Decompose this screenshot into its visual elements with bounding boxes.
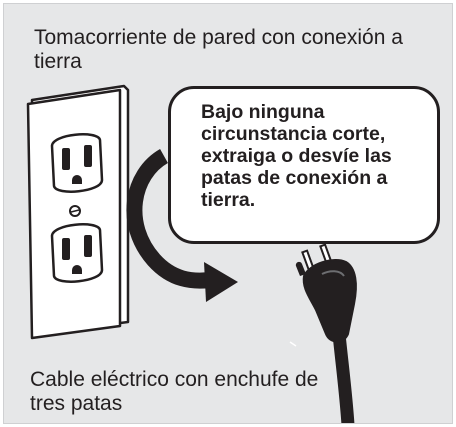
illustration-panel: Tomacorriente de pared con conexión a ti… (3, 3, 453, 424)
curved-arrow-icon (126, 149, 238, 302)
illustration-art (26, 84, 357, 423)
wall-outlet-icon (26, 84, 130, 340)
warning-text: Bajo ninguna circunstancia corte, extrai… (201, 101, 392, 211)
upper-receptacle (50, 133, 104, 193)
warning-callout: Bajo ninguna circunstancia corte, extrai… (168, 86, 440, 244)
three-prong-plug-icon (295, 243, 357, 423)
outlet-caption: Tomacorriente de pared con conexión a ti… (34, 26, 403, 73)
cord-caption: Cable eléctrico con enchufe de tres pata… (30, 368, 319, 415)
lower-receptacle (50, 223, 104, 283)
